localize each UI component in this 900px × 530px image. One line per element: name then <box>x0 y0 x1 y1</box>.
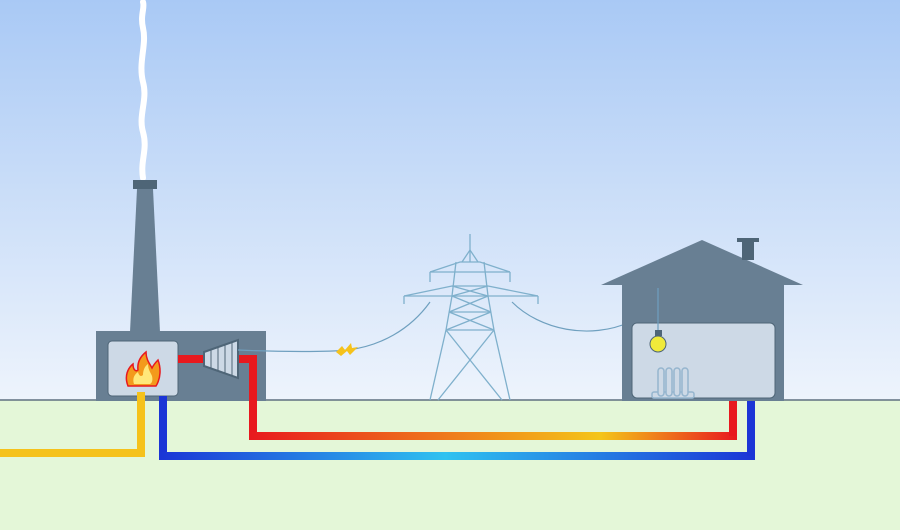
power-plant <box>96 331 266 401</box>
transmission-tower-icon <box>403 234 539 401</box>
electricity-spark-icon <box>336 343 358 356</box>
flame-icon <box>125 350 161 387</box>
light-bulb-icon <box>649 330 667 353</box>
fuel-pipe <box>0 392 145 457</box>
chimney-icon <box>130 180 160 332</box>
house-room <box>631 322 776 399</box>
hot-pipe-gradient-segment <box>249 432 737 440</box>
ground <box>0 400 900 530</box>
steam-plume <box>138 0 148 181</box>
turbine-icon <box>203 338 239 380</box>
radiator-icon <box>651 367 695 399</box>
cold-pipe-gradient-segment <box>159 452 755 460</box>
house-roof <box>601 240 803 285</box>
